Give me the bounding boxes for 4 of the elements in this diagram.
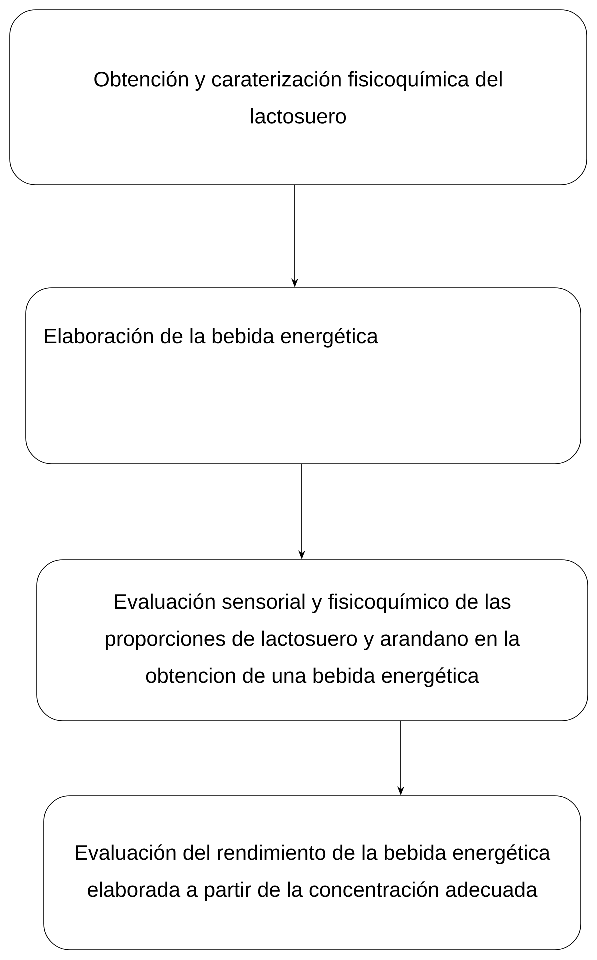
process-box: Elaboración de la bebida energética	[26, 288, 582, 464]
process-box: Evaluación del rendimiento de la bebida energética elaborada a partir de la concentración adecuada	[44, 796, 582, 950]
process-box: Obtención y caraterización fisicoquímica del lactosuero	[10, 10, 588, 186]
process-box: Evaluación sensorial y fisicoquímico de las proporciones de lactosuero y arandano en la obtencion de una bebida energética	[36, 560, 588, 722]
